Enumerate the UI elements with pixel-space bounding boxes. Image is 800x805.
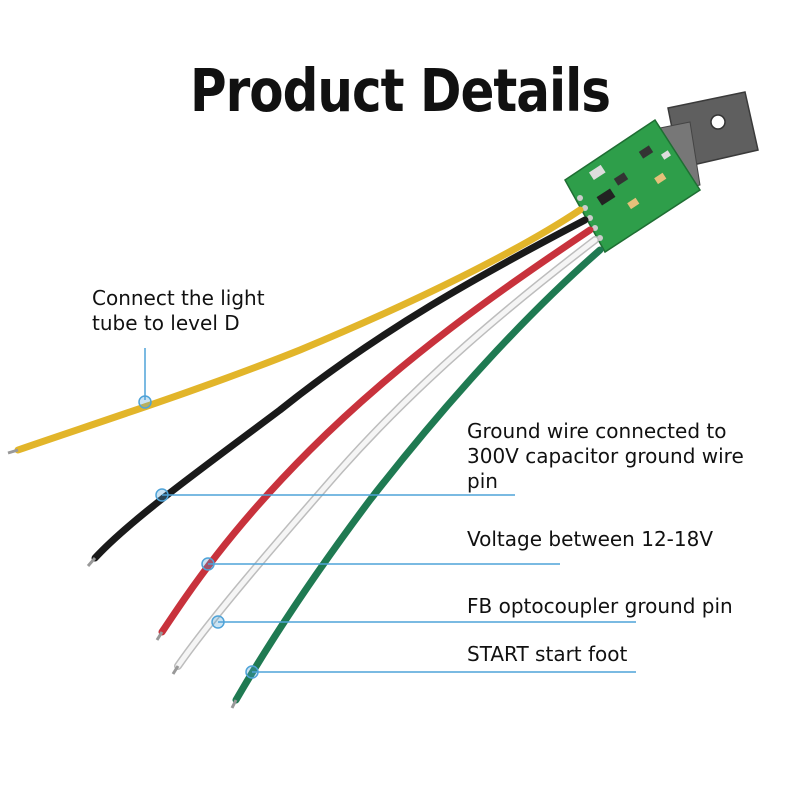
- callout-marker-black: [155, 488, 169, 502]
- callout-label-green-wire: START start foot: [467, 642, 628, 666]
- callout-label-red-wire: Voltage between 12-18V: [467, 527, 714, 551]
- callout-label-black-wire: Ground wire connected to 300V capacitor …: [467, 419, 744, 493]
- transistor-heatsink: [659, 91, 759, 193]
- callout-label-yellow-wire: Connect the light tube to level D: [92, 286, 265, 335]
- green-wire: [232, 246, 604, 704]
- callout-label-white-wire: FB optocoupler ground pin: [467, 594, 733, 618]
- callout-marker-yellow: [138, 395, 152, 409]
- yellow-wire: [14, 206, 584, 454]
- page-title: Product Details: [189, 56, 611, 126]
- red-wire: [158, 226, 594, 636]
- callout-marker-green: [245, 665, 259, 679]
- wires: [7, 206, 604, 709]
- callout-lines: [138, 348, 636, 679]
- callout-marker-red: [201, 557, 215, 571]
- black-wire: [91, 216, 589, 562]
- callout-marker-white: [211, 615, 225, 629]
